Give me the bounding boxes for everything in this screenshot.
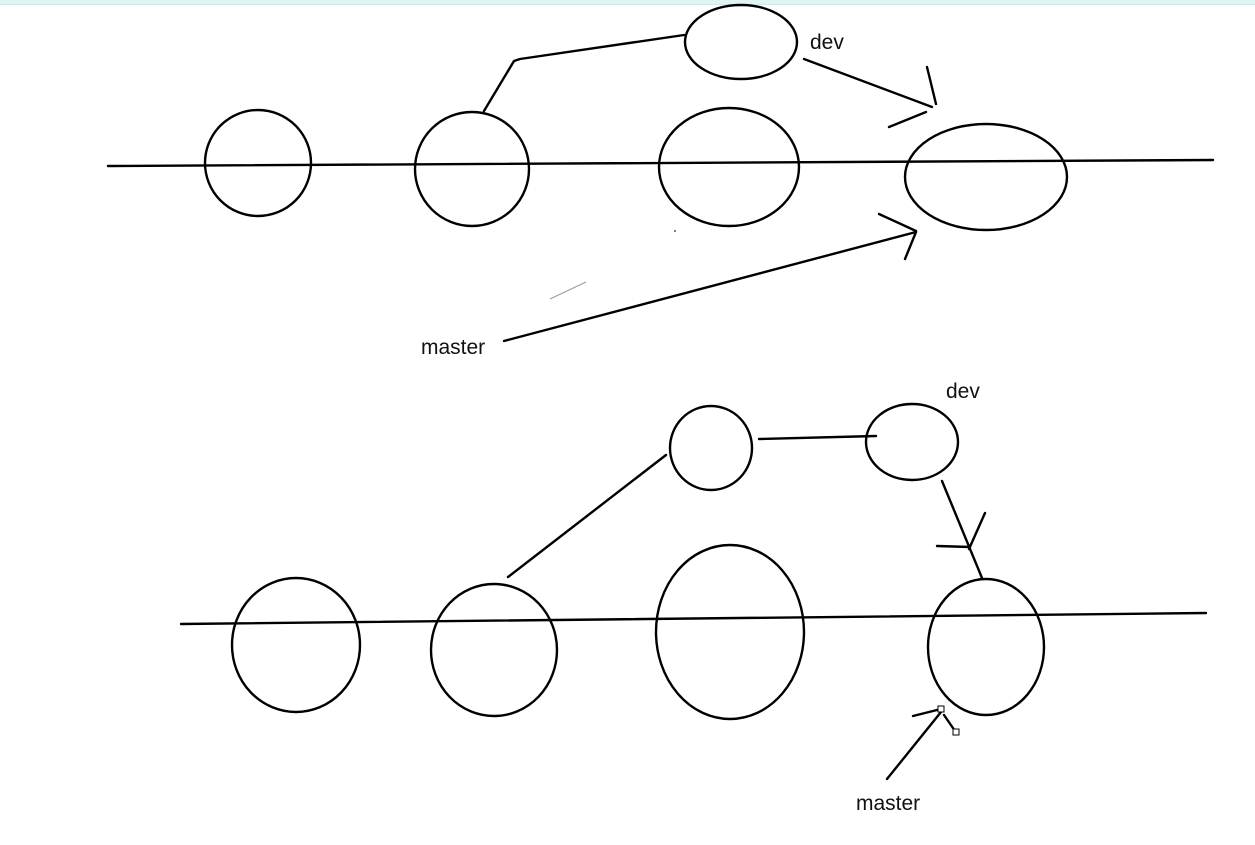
bottom-branch-node-2 bbox=[864, 402, 960, 482]
top-dev-arrow-shaft bbox=[802, 57, 934, 109]
bottom-diagram: dev master bbox=[179, 380, 1208, 815]
top-branch-connector bbox=[482, 33, 686, 113]
bottom-branch-connector bbox=[506, 453, 668, 579]
bottom-main-line bbox=[179, 611, 1208, 626]
bottom-merge-arrow-head-right bbox=[967, 511, 987, 551]
top-dev-arrow-head-upper bbox=[925, 65, 938, 106]
top-master-arrow-head-lower bbox=[903, 230, 918, 261]
top-main-line bbox=[106, 158, 1215, 168]
top-diagram: dev master bbox=[106, 3, 1215, 359]
top-master-arrow-head-upper bbox=[877, 212, 918, 233]
bottom-merge-arrow-head-left bbox=[935, 544, 972, 549]
top-merge-node bbox=[903, 122, 1069, 232]
bottom-master-arrow-head-right bbox=[942, 713, 957, 733]
bottom-merge-node bbox=[926, 577, 1046, 717]
top-master-arrow-shaft bbox=[502, 230, 918, 343]
bottom-branch-link bbox=[757, 434, 878, 441]
bottom-commit-node-2 bbox=[429, 582, 559, 718]
top-commit-node-2 bbox=[413, 110, 531, 228]
bottom-master-label: master bbox=[856, 792, 920, 815]
window-top-strip bbox=[0, 0, 1255, 5]
top-commit-node-1 bbox=[203, 108, 313, 218]
selection-handle[interactable] bbox=[937, 705, 945, 713]
bottom-master-arrow-head-left bbox=[911, 708, 939, 718]
selection-handle[interactable] bbox=[952, 728, 960, 736]
top-master-label: master bbox=[421, 336, 485, 359]
bottom-branch-node-1 bbox=[668, 404, 754, 492]
bottom-master-arrow-shaft bbox=[885, 710, 943, 781]
top-branch-node bbox=[683, 3, 799, 81]
bottom-commit-node-1 bbox=[230, 576, 362, 714]
top-commit-node-3 bbox=[657, 106, 801, 228]
bottom-commit-node-3 bbox=[654, 543, 806, 721]
bottom-merge-arrow-shaft bbox=[940, 479, 984, 580]
stray-dot bbox=[674, 230, 676, 232]
bottom-dev-label: dev bbox=[946, 380, 980, 403]
stray-pencil-mark bbox=[549, 281, 587, 300]
top-dev-arrow-head-lower bbox=[887, 110, 928, 129]
top-dev-label: dev bbox=[810, 31, 844, 54]
